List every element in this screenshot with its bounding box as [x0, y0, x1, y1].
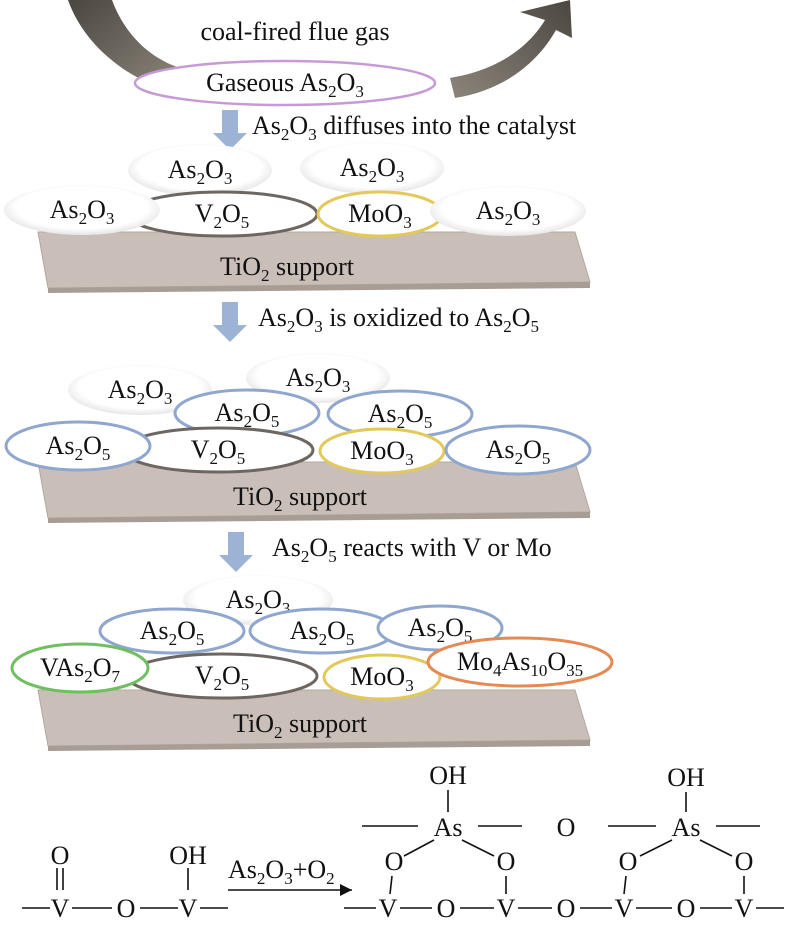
svg-text:V2O5: V2O5	[195, 661, 250, 694]
atom-o: O	[497, 847, 516, 876]
moo3-particle	[322, 653, 442, 701]
support-label-3: TiO2 support	[233, 709, 368, 742]
as2o3-particle	[430, 186, 586, 236]
as2o3-particle	[300, 142, 444, 194]
panel-2: TiO2 support As2O3 As2O3 As2O5 As2O5 V2O…	[4, 353, 592, 523]
atom-o: O	[437, 894, 456, 923]
support-label-1: TiO2 support	[220, 252, 355, 285]
panel-1: TiO2 support As2O3 As2O3 V2O5 MoO3 As2O3…	[4, 142, 591, 293]
flue-gas-swoop-right	[450, 0, 572, 98]
step2-label: As2O3 is oxidized to As2O5	[258, 303, 539, 336]
gaseous-as2o3-ellipse	[133, 59, 437, 107]
atom-o: O	[51, 841, 70, 870]
svg-text:VAs2O7: VAs2O7	[40, 653, 121, 686]
atom-o: O	[619, 847, 638, 876]
step1-label: As2O3 diffuses into the catalyst	[252, 111, 577, 144]
flue-gas-swoop-left	[68, 0, 180, 88]
reaction-scheme: O V O V OH As2O3+O2 V O V O V O V OH	[22, 761, 784, 923]
as2o3-particle	[68, 365, 212, 415]
atom-o: O	[735, 847, 754, 876]
atom-v: V	[615, 894, 634, 923]
svg-text:MoO3: MoO3	[350, 662, 413, 695]
mo4as10o35-particle	[426, 636, 614, 688]
flue-gas-label: coal-fired flue gas	[200, 17, 389, 46]
as2o5-particle	[98, 607, 246, 655]
step3-label: As2O5 reacts with V or Mo	[272, 533, 552, 566]
atom-o: O	[557, 813, 576, 842]
atom-o: O	[117, 894, 136, 923]
as2o5-particle	[444, 424, 592, 476]
atom-v: V	[735, 894, 754, 923]
panel-3: TiO2 support As2O3 As2O5 As2O5 As2O5 V2O…	[10, 575, 614, 751]
svg-text:Mo4As10O35: Mo4As10O35	[457, 647, 583, 680]
reagent-label: As2O3+O2	[228, 855, 335, 888]
moo3-particle	[318, 427, 446, 475]
as2o3-particle	[4, 185, 160, 235]
atom-as: As	[672, 813, 701, 842]
vas2o7-particle	[10, 642, 150, 694]
atom-oh: OH	[169, 841, 207, 870]
svg-text:V2O5: V2O5	[195, 199, 250, 232]
svg-text:As2O3: As2O3	[286, 363, 351, 396]
step1-arrow	[213, 110, 247, 150]
svg-text:MoO3: MoO3	[350, 436, 413, 469]
atom-o: O	[385, 847, 404, 876]
support-label-2: TiO2 support	[233, 482, 368, 515]
atom-as: As	[434, 813, 463, 842]
atom-o: O	[677, 894, 696, 923]
svg-text:As2O3: As2O3	[476, 196, 541, 229]
step3-arrow	[219, 532, 253, 572]
atom-v: V	[379, 894, 398, 923]
atom-v: V	[179, 894, 198, 923]
atom-oh: OH	[667, 763, 705, 792]
as2o5-particle	[4, 420, 152, 472]
step2-arrow	[213, 302, 247, 342]
as2o3-particle	[128, 144, 272, 196]
atom-oh: OH	[429, 761, 467, 790]
as2o3-particle	[246, 353, 390, 403]
svg-text:As2O3: As2O3	[168, 155, 233, 188]
gaseous-as2o3-label: Gaseous As2O3	[206, 68, 364, 101]
atom-v: V	[51, 894, 70, 923]
atom-v: V	[497, 894, 516, 923]
svg-text:V2O5: V2O5	[191, 435, 246, 468]
atom-o: O	[557, 894, 576, 923]
svg-text:MoO3: MoO3	[348, 199, 411, 232]
